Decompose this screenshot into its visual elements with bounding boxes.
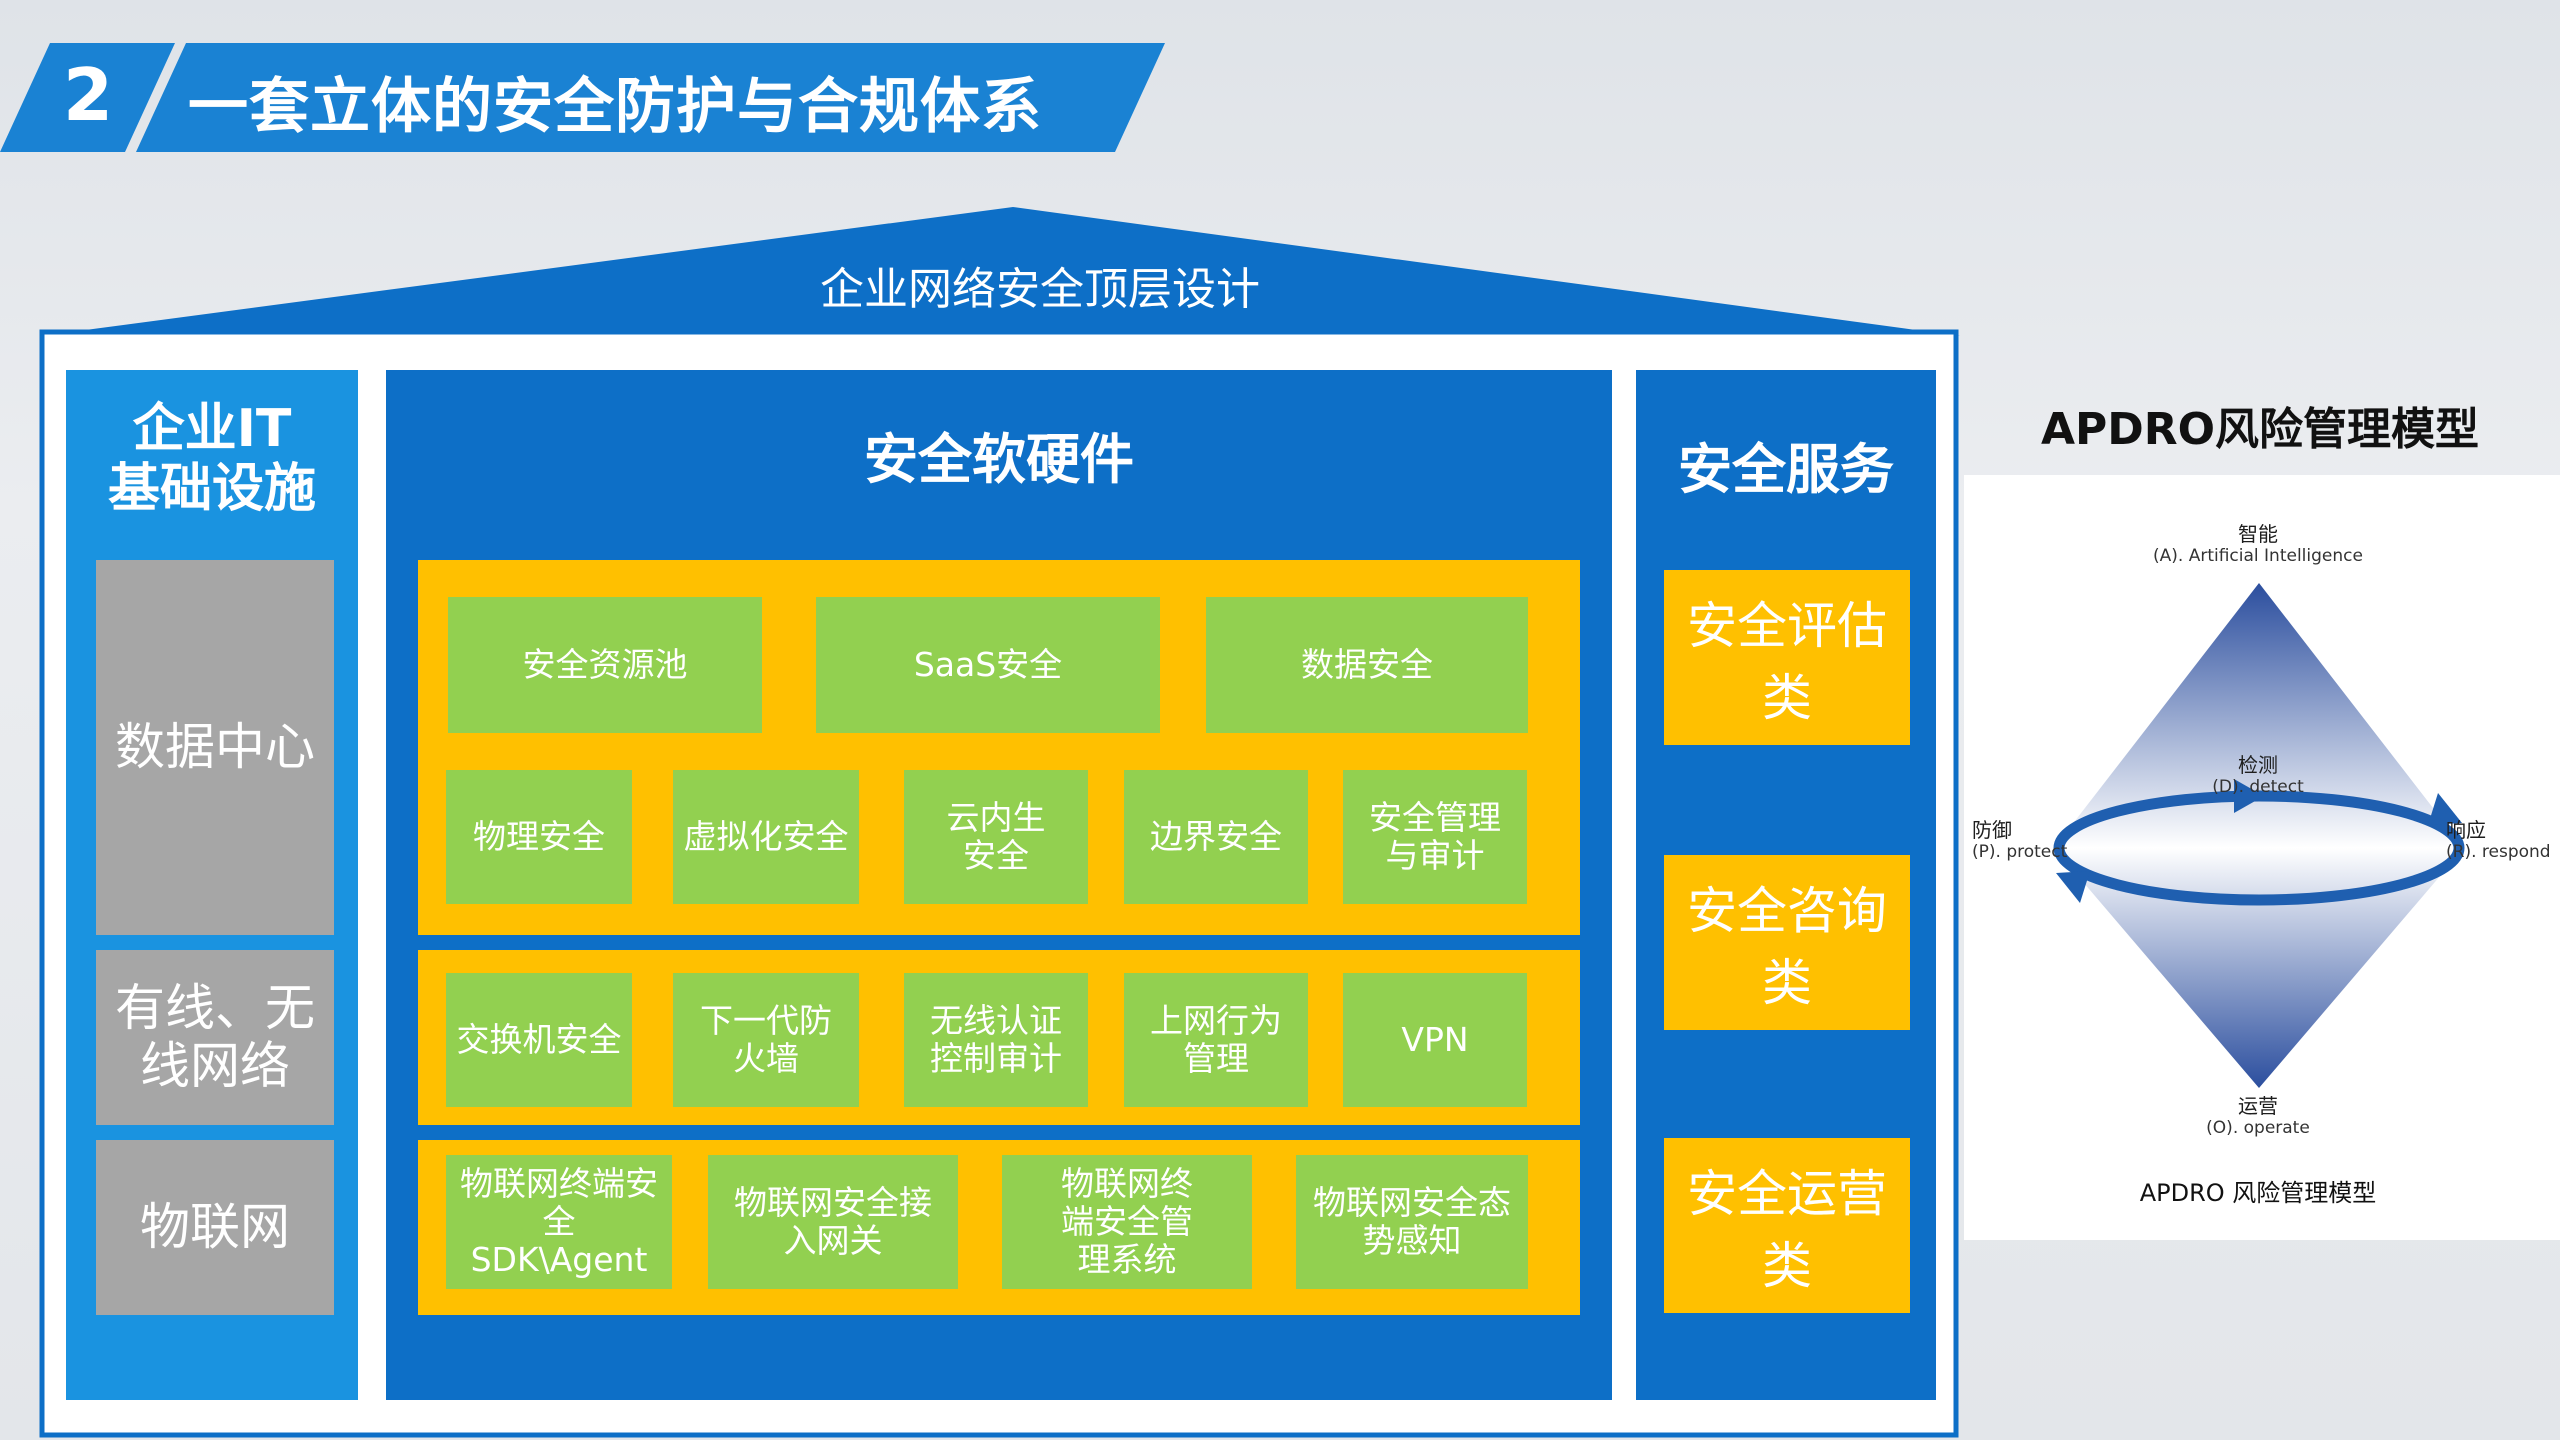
roof-label: 企业网络安全顶层设计 bbox=[820, 264, 1260, 315]
box-security-management-audit: 安全管理与审计 bbox=[1343, 770, 1527, 904]
apdro-diagram bbox=[2053, 583, 2465, 1088]
box-border-security: 边界安全 bbox=[1124, 770, 1308, 904]
roof bbox=[40, 207, 1960, 336]
apdro-left-en: (P). protect bbox=[1972, 842, 2068, 862]
it-infra-item-network: 有线、无线网络 bbox=[96, 950, 334, 1125]
box-next-gen-firewall: 下一代防火墙 bbox=[673, 973, 859, 1107]
box-security-resource-pool: 安全资源池 bbox=[448, 597, 762, 733]
box-iot-terminal-mgmt-system: 物联网终端安全管理系统 bbox=[1002, 1155, 1252, 1289]
apdro-bottom-cn: 运营 bbox=[2238, 1094, 2278, 1118]
box-physical-security: 物理安全 bbox=[446, 770, 632, 904]
service-assessment: 安全评估类 bbox=[1664, 570, 1910, 745]
apdro-title: APDRO风险管理模型 bbox=[2040, 404, 2480, 455]
upper-triangle bbox=[2054, 583, 2464, 848]
header-banner bbox=[0, 43, 1165, 152]
apdro-right-en: (R). respond bbox=[2446, 842, 2551, 862]
it-infra-item-iot: 物联网 bbox=[96, 1140, 334, 1315]
box-switch-security: 交换机安全 bbox=[446, 973, 632, 1107]
apdro-label-bottom: 运营 (O). operate bbox=[2158, 1094, 2358, 1138]
apdro-top-en: (A). Artificial Intelligence bbox=[2153, 546, 2363, 566]
it-infra-title-line2: 基础设施 bbox=[107, 458, 316, 519]
box-saas-security: SaaS安全 bbox=[816, 597, 1160, 733]
box-virtualization-security: 虚拟化安全 bbox=[673, 770, 859, 904]
apdro-label-right: 响应 (R). respond bbox=[2446, 818, 2556, 862]
it-infra-item-datacenter: 数据中心 bbox=[96, 560, 334, 935]
box-iot-situation-awareness: 物联网安全态势感知 bbox=[1296, 1155, 1528, 1289]
apdro-right-cn: 响应 bbox=[2446, 818, 2486, 842]
box-cloud-native-security: 云内生安全 bbox=[904, 770, 1088, 904]
page-title: 一套立体的安全防护与合规体系 bbox=[188, 71, 1042, 142]
arrow-head-top bbox=[2234, 779, 2264, 813]
apdro-bottom-en: (O). operate bbox=[2206, 1118, 2310, 1138]
arrow-head-right bbox=[2428, 793, 2462, 825]
lower-triangle bbox=[2054, 848, 2464, 1088]
service-operations: 安全运营类 bbox=[1664, 1138, 1910, 1313]
box-iot-secure-access-gateway: 物联网安全接入网关 bbox=[708, 1155, 958, 1289]
security-hw-sw-title: 安全软硬件 bbox=[864, 427, 1134, 491]
arrow-head-left bbox=[2056, 871, 2090, 903]
service-consulting: 安全咨询类 bbox=[1664, 855, 1910, 1030]
apdro-caption: APDRO 风险管理模型 bbox=[2139, 1178, 2377, 1207]
box-internet-behavior-mgmt: 上网行为管理 bbox=[1124, 973, 1308, 1107]
apdro-left-cn: 防御 bbox=[1972, 818, 2012, 842]
it-infra-title-line1: 企业IT bbox=[132, 399, 292, 459]
security-services-title: 安全服务 bbox=[1678, 437, 1894, 501]
apdro-center-en: (D). detect bbox=[2212, 777, 2304, 797]
apdro-center-cn: 检测 bbox=[2238, 753, 2278, 777]
box-iot-terminal-sdk-agent: 物联网终端安全SDK\Agent bbox=[446, 1155, 672, 1289]
it-infra-title: 企业IT 基础设施 bbox=[66, 399, 358, 520]
box-vpn: VPN bbox=[1343, 973, 1527, 1107]
section-number: 2 bbox=[62, 53, 114, 137]
apdro-label-top: 智能 (A). Artificial Intelligence bbox=[2108, 522, 2408, 566]
apdro-label-left: 防御 (P). protect bbox=[1972, 818, 2072, 862]
box-wireless-auth-audit: 无线认证控制审计 bbox=[904, 973, 1088, 1107]
box-data-security: 数据安全 bbox=[1206, 597, 1528, 733]
apdro-top-cn: 智能 bbox=[2238, 522, 2278, 546]
apdro-label-center: 检测 (D). detect bbox=[2150, 753, 2366, 797]
